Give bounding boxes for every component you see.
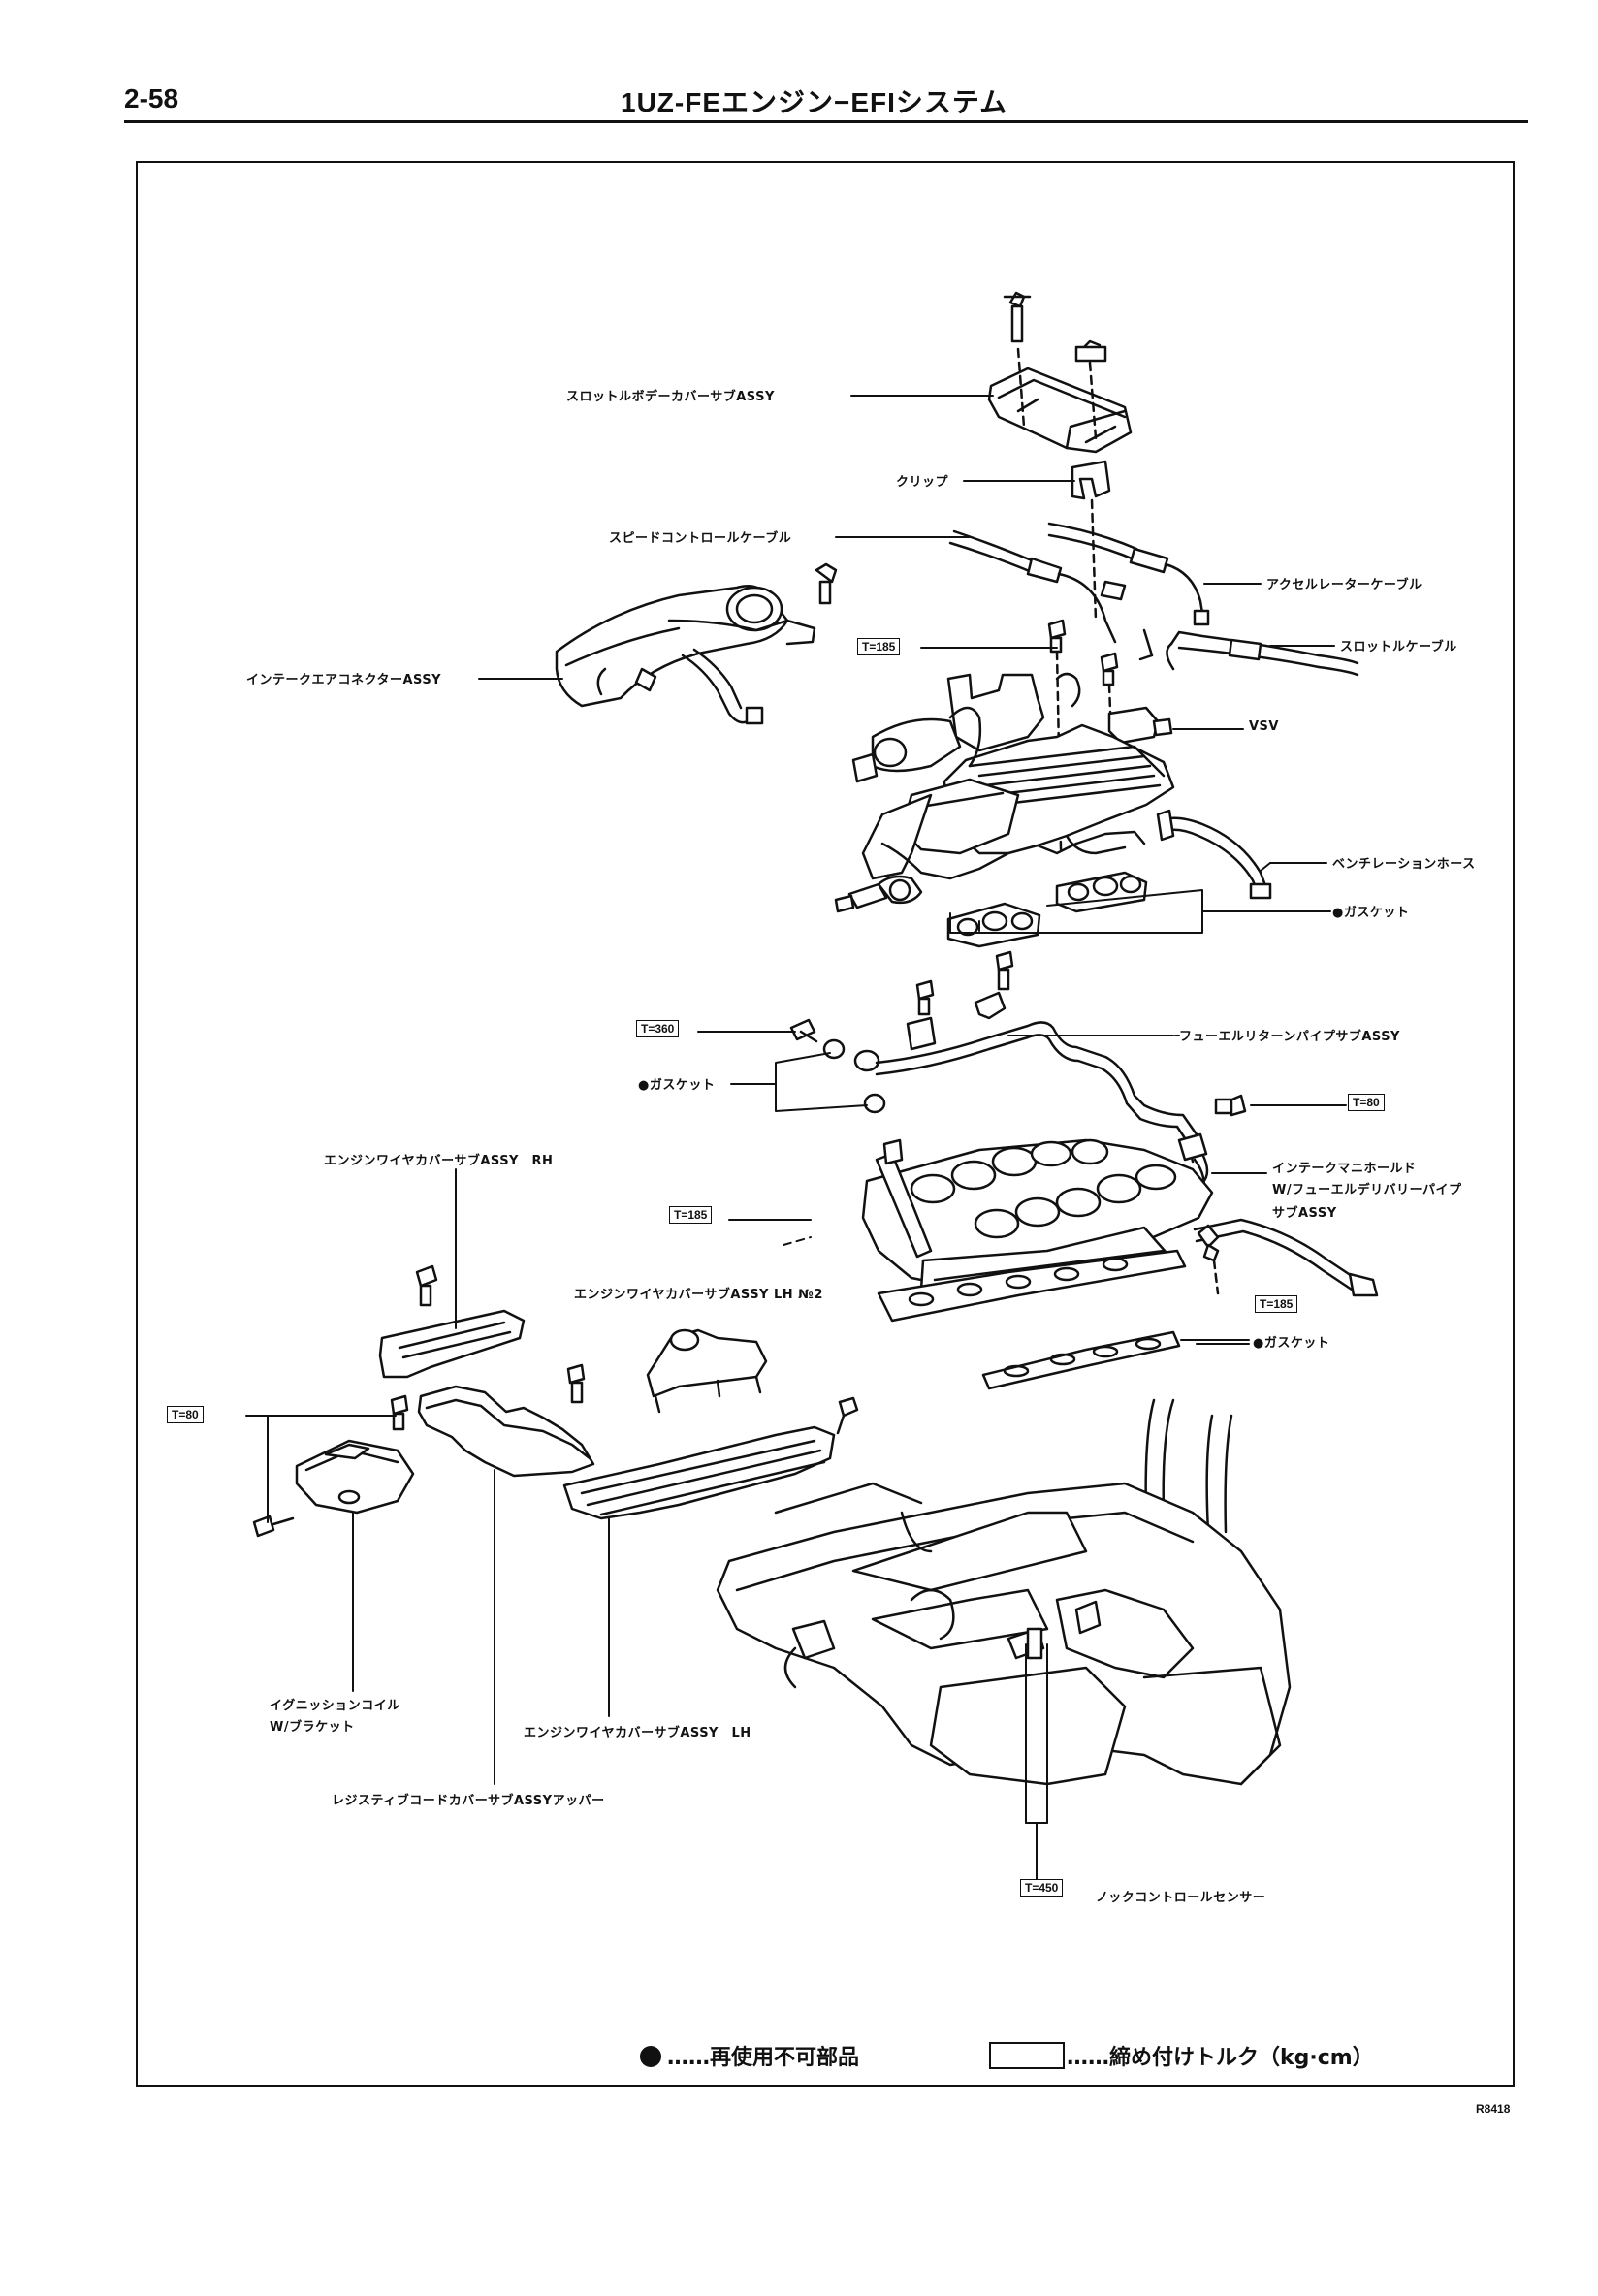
label-ventilation-hose: ベンチレーションホース: [1332, 857, 1476, 872]
label-intake-manifold-line2: W/フューエルデリバリーパイプ: [1272, 1183, 1462, 1197]
torque-box-union-bolt: T=360: [636, 1020, 680, 1037]
label-resistive-cord-cover: レジスティブコードカバーサブASSYアッパー: [332, 1794, 605, 1808]
label-throttle-cable: スロットルケーブル: [1340, 640, 1457, 654]
label-speed-control-cable: スピードコントロールケーブル: [609, 531, 792, 546]
non-reusable-dot-icon: [640, 2046, 661, 2067]
label-intake-manifold-line3: サブASSY: [1272, 1206, 1337, 1221]
torque-box-pipe-bolt: T=80: [1348, 1094, 1385, 1111]
header-rule: [124, 120, 1528, 123]
throttle-body-cover-drawing: [987, 291, 1133, 454]
label-intake-air-connector: インテークエアコネクターASSY: [246, 673, 442, 687]
label-gasket-pipe: ●ガスケット: [638, 1078, 716, 1093]
label-throttle-body-cover: スロットルボデーカバーサブASSY: [566, 390, 775, 404]
torque-box-icon: [989, 2042, 1065, 2069]
label-wire-cover-lh-no2: エンジンワイヤカバーサブASSY LH №2: [574, 1288, 823, 1302]
label-ignition-coil-line1: イグニッションコイル: [270, 1699, 400, 1713]
label-intake-manifold-line1: インテークマニホールド: [1272, 1162, 1417, 1176]
torque-box-ignition-coil: T=80: [167, 1406, 204, 1423]
legend-non-reusable: ……再使用不可部品: [667, 2046, 860, 2070]
label-wire-cover-rh: エンジンワイヤカバーサブASSY RH: [324, 1154, 554, 1168]
ventilation-hose-drawing: [1156, 809, 1272, 900]
page-number: 2-58: [124, 83, 179, 113]
label-accelerator-cable: アクセルレーターケーブル: [1266, 578, 1422, 592]
ignition-coil-drawing: [252, 1394, 415, 1538]
upper-gaskets-drawing: [946, 871, 1148, 948]
label-gasket-upper: ●ガスケット: [1332, 906, 1410, 920]
label-knock-sensor: ノックコントロールセンサー: [1096, 1891, 1266, 1905]
torque-box-knock-sensor: T=450: [1020, 1879, 1064, 1897]
torque-box-manifold-left: T=185: [669, 1206, 713, 1224]
label-fuel-return-pipe: フューエルリターンパイプサブASSY: [1179, 1030, 1400, 1044]
legend-torque: ……締め付けトルク（kg·cm）: [1067, 2046, 1374, 2070]
cables-drawing: [948, 522, 1359, 677]
leader-lines: [245, 395, 1347, 1892]
label-wire-cover-lh: エンジンワイヤカバーサブASSY LH: [524, 1726, 751, 1740]
manifold-gasket-drawing: [877, 1249, 1187, 1390]
clip-drawing: [1071, 460, 1111, 622]
intake-manifold-drawing: [861, 1138, 1379, 1301]
torque-box-manifold-right: T=185: [1255, 1295, 1298, 1313]
label-ignition-coil-line2: W/ブラケット: [270, 1720, 355, 1735]
torque-box-throttle: T=185: [857, 638, 901, 655]
engine-block-drawing: [716, 1398, 1292, 1786]
label-gasket-manifold: ●ガスケット: [1253, 1336, 1330, 1351]
intake-air-connector-drawing: [555, 562, 838, 725]
throttle-body-assembly-drawing: [834, 619, 1175, 913]
page-title: 1UZ-FEエンジン−EFIシステム: [621, 87, 1008, 117]
diagram-frame: [136, 161, 1515, 2087]
label-vsv: VSV: [1249, 719, 1279, 734]
label-clip: クリップ: [896, 475, 949, 490]
wire-covers-drawing: [378, 1264, 859, 1520]
fuel-return-pipe-drawing: [789, 950, 1247, 1204]
figure-code: R8418: [1476, 2102, 1511, 2116]
